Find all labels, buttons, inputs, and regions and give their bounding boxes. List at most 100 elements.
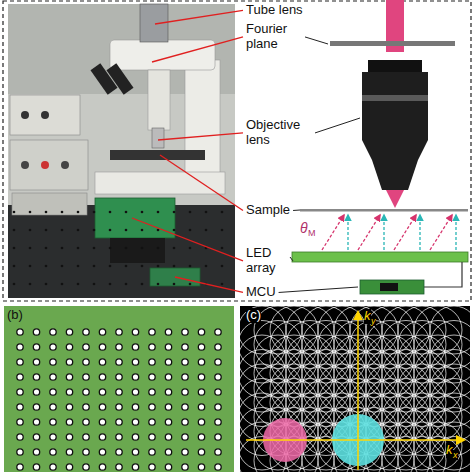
table-hole (45, 229, 48, 232)
led-dot (149, 404, 155, 410)
pupil-circle (254, 350, 302, 398)
led-dot (215, 389, 221, 395)
table-hole (61, 265, 64, 268)
normal-illumination (347, 215, 348, 250)
knob (41, 111, 49, 119)
part-label: Fourier plane (246, 22, 302, 52)
part-label: MCU (246, 285, 276, 300)
pupil-circle (414, 437, 462, 473)
led-dot (50, 374, 56, 380)
pupil-circle (430, 379, 470, 427)
pupil-circle (398, 422, 446, 470)
led-dot (149, 464, 155, 470)
led-dot (99, 374, 105, 380)
table-hole (109, 211, 112, 214)
pupil-circle (270, 379, 318, 427)
led-dot (99, 389, 105, 395)
pupil-circle (414, 393, 462, 441)
pupil-circle (286, 321, 334, 369)
led-dot (33, 344, 39, 350)
led-dot (165, 404, 171, 410)
table-hole (61, 229, 64, 232)
led-dot (33, 329, 39, 335)
pupil-circle (430, 321, 470, 369)
led-dot (116, 359, 122, 365)
pupil-circle (270, 321, 318, 369)
led-dot (215, 404, 221, 410)
kx-axis (246, 439, 464, 441)
led-dot (198, 434, 204, 440)
led-dot (215, 464, 221, 470)
led-dot (33, 404, 39, 410)
led-dot (50, 389, 56, 395)
led-dot (198, 389, 204, 395)
table-hole (221, 247, 224, 250)
table-hole (221, 283, 224, 286)
led-dot (83, 464, 89, 470)
pupil-circle (240, 335, 286, 383)
pupil-circle (318, 364, 366, 412)
stage (110, 150, 205, 160)
led-dot (215, 419, 221, 425)
led-dot (17, 359, 23, 365)
led-dot (17, 449, 23, 455)
normal-illumination (455, 215, 456, 250)
pupil-circle (398, 408, 446, 456)
light-cone (386, 190, 404, 208)
led-panel-background (4, 306, 234, 472)
table-hole (61, 283, 64, 286)
table-hole (221, 229, 224, 232)
pupil-circle (270, 350, 318, 398)
led-dot (99, 419, 105, 425)
pupil-circle (382, 422, 430, 470)
led-dot (116, 419, 122, 425)
led-dot (66, 374, 72, 380)
normal-illumination (419, 215, 420, 250)
led-dot (116, 344, 122, 350)
pupil-circle (350, 321, 398, 369)
led-dot (66, 344, 72, 350)
led-dot (182, 374, 188, 380)
pupil-circle (318, 321, 366, 369)
led-dot (50, 419, 56, 425)
pupil-circle (240, 364, 286, 412)
led-dot (165, 329, 171, 335)
pupil-circle (398, 364, 446, 412)
led-dot (182, 344, 188, 350)
led-dot (99, 404, 105, 410)
pupil-circle (414, 350, 462, 398)
led-dot (182, 329, 188, 335)
led-dot (17, 344, 23, 350)
table-hole (109, 283, 112, 286)
led-dot (215, 374, 221, 380)
led-dot (165, 449, 171, 455)
pupil-circle (270, 306, 318, 354)
pupil-circle (302, 364, 350, 412)
pupil-circle (382, 321, 430, 369)
led-dot (33, 374, 39, 380)
table-hole (29, 211, 32, 214)
led-dot (66, 359, 72, 365)
led-dot (132, 344, 138, 350)
led-dot (50, 449, 56, 455)
led-dot (198, 359, 204, 365)
pupil-circle (286, 306, 334, 354)
led-dot (33, 419, 39, 425)
pupil-circle (414, 306, 462, 354)
led-dot (198, 374, 204, 380)
pupil-circle (382, 379, 430, 427)
table-hole (13, 247, 16, 250)
pupil-circle (240, 306, 286, 354)
pupil-circle (302, 306, 350, 354)
pupil-circle (430, 393, 470, 441)
table-hole (77, 229, 80, 232)
pupil-circle (398, 393, 446, 441)
table-hole (93, 229, 96, 232)
led-dot (99, 359, 105, 365)
led-dot (215, 449, 221, 455)
pupil-circle (350, 335, 398, 383)
leader-line (315, 118, 360, 133)
led-dot (50, 434, 56, 440)
